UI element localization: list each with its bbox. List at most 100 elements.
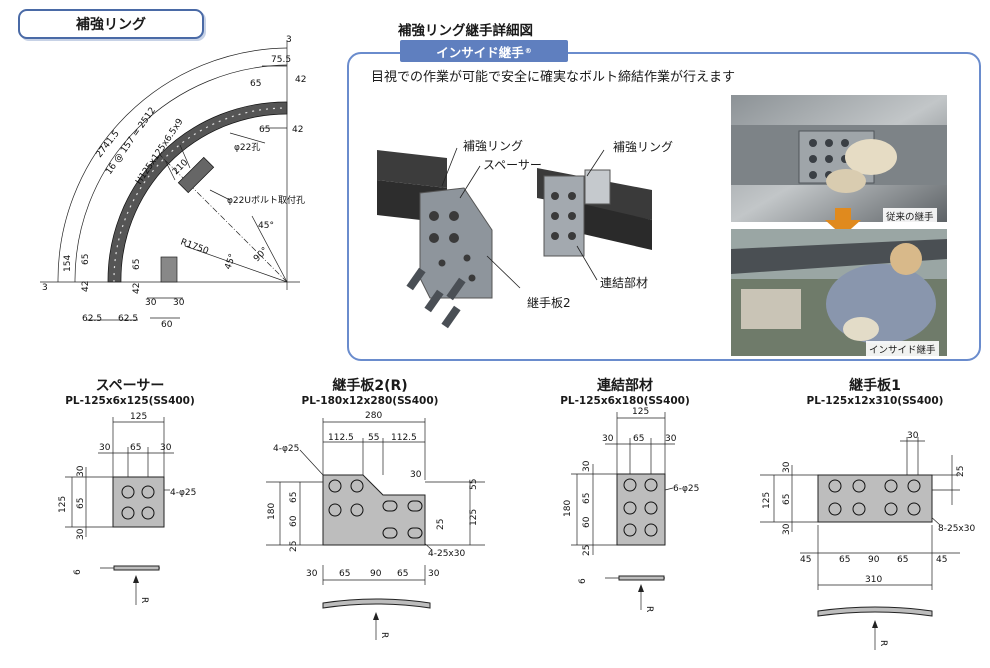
joint2-c: 112.5 [391,433,417,443]
joint2-b3: 90 [370,569,382,579]
connector-width: 125 [632,407,649,417]
arrow-down-icon [825,208,861,236]
ring-dim-42a: 42 [295,75,306,85]
caption-inside-joint: インサイド継手 [866,341,939,357]
joint1-height: 125 [762,492,772,509]
spacer-thickness: 6 [73,569,83,575]
joint2-n125: 125 [469,509,479,526]
part-joint-plate2-spec: PL-180x12x280(SS400) [301,395,439,407]
joint2-n25: 25 [436,519,446,530]
ring-dim-42b: 42 [292,125,303,135]
ring-dim-75: 75.5 [271,55,291,65]
connector-row-3: 60 [582,516,592,528]
photo-inside-joint [731,229,947,356]
joint2-b5: 30 [428,569,440,579]
joint2-b4: 65 [397,569,408,579]
registered-mark: ® [524,47,532,55]
label-ring-right: 補強リング [613,140,674,154]
spacer-row-1: 30 [76,465,86,477]
spacer-radius: R [139,597,149,603]
joint1-b5: 45 [936,555,947,565]
joint1-slots: 8-25x30 [938,524,975,534]
part-spacer-spec: PL-125x6x125(SS400) [65,395,195,407]
connector-row-1: 30 [582,460,592,472]
joint2-slots: 4-25x30 [428,549,465,559]
badge-label: インサイド継手 [436,44,524,60]
joint1-b4: 65 [897,555,908,565]
part-joint-plate1-drawing: 30 25 125 30 65 30 8-25x30 45 65 90 65 4… [760,431,975,650]
connector-col-1: 30 [602,434,614,444]
connector-thickness: 6 [578,578,588,584]
ring-angle-45a: 45° [258,221,274,231]
spacer-col-3: 30 [160,443,172,453]
inside-joint-badge: インサイド継手® [400,40,568,62]
joint2-r65: 65 [289,492,299,503]
ring-bolt-hole: φ22Uボルト取付孔 [227,195,305,206]
joint1-b1: 45 [800,555,811,565]
joint1-radius: R [878,640,888,646]
joint-illustration [377,147,652,329]
joint2-r25: 25 [289,541,299,552]
ring-dim-65c: 65 [81,254,91,265]
ring-dim-65d: 65 [132,259,142,270]
ring-angle-45b: 45° [223,253,238,271]
part-spacer-name: スペーサー [95,378,165,394]
label-joint-plate: 継手板2 [527,296,571,310]
label-connector: 連結部材 [600,276,649,290]
ring-dim-30b: 30 [173,298,185,308]
joint1-r30a: 30 [782,461,792,473]
spacer-row-2: 65 [76,498,86,509]
ring-angle-90: 90° [252,246,270,264]
ring-drawing: 3 75.5 42 65 65 42 2741.5 16 @ 157 = 251… [40,35,306,330]
ring-dim-30a: 30 [145,298,157,308]
part-connector-name: 連結部材 [597,378,653,394]
joint1-b2: 65 [839,555,850,565]
part-connector-drawing: 125 30 65 30 180 30 65 60 25 6-φ25 6 R [563,407,699,612]
part-joint-plate2-heading: 継手板2(R) PL-180x12x280(SS400) [295,375,445,407]
joint2-r60: 60 [289,515,299,527]
connector-row-2: 65 [582,493,592,504]
connector-radius: R [644,606,654,612]
part-joint-plate2-name: 継手板2(R) [332,378,408,394]
joint1-r30b: 30 [782,523,792,535]
ring-dim-42d: 42 [132,283,142,294]
joint2-width: 280 [365,411,382,421]
spacer-height: 125 [58,496,68,513]
ring-dim-65b: 65 [259,125,270,135]
joint1-b3: 90 [868,555,880,565]
part-connector-spec: PL-125x6x180(SS400) [560,395,690,407]
ring-dim-3-left: 3 [42,283,48,293]
connector-height: 180 [563,500,573,517]
ring-dim-42c: 42 [81,281,91,292]
photo-conventional-joint [731,95,947,222]
joint2-b2: 65 [339,569,350,579]
spacer-col-1: 30 [99,443,111,453]
part-joint-plate1-spec: PL-125x12x310(SS400) [806,395,944,407]
ring-radius: R1750 [179,237,210,256]
joint1-c30: 30 [907,431,919,441]
joint2-holes: 4-φ25 [273,444,299,454]
label-ring-left: 補強リング [463,139,524,153]
connector-col-2: 65 [633,434,644,444]
joint1-width: 310 [865,575,882,585]
joint1-n25: 25 [956,466,966,477]
ring-dim-65a: 65 [250,79,261,89]
spacer-holes: 4-φ25 [170,488,196,498]
part-connector-heading: 連結部材 PL-125x6x180(SS400) [550,375,700,407]
joint2-b: 55 [368,433,379,443]
spacer-col-2: 65 [130,443,141,453]
connector-holes: 6-φ25 [673,484,699,494]
connector-row-4: 25 [582,545,592,556]
joint2-b1: 30 [306,569,318,579]
part-joint-plate1-name: 継手板1 [849,378,901,394]
caption-conventional-joint: 従来の継手 [883,208,937,224]
label-spacer: スペーサー [483,158,542,172]
part-joint-plate1-heading: 継手板1 PL-125x12x310(SS400) [800,375,950,407]
ring-dim-154: 154 [63,255,73,272]
joint2-n55: 55 [469,479,479,490]
spacer-width: 125 [130,412,147,422]
ring-dim-60: 60 [161,320,173,330]
spacer-row-3: 30 [76,528,86,540]
detail-title: 補強リング継手詳細図 [398,23,533,39]
